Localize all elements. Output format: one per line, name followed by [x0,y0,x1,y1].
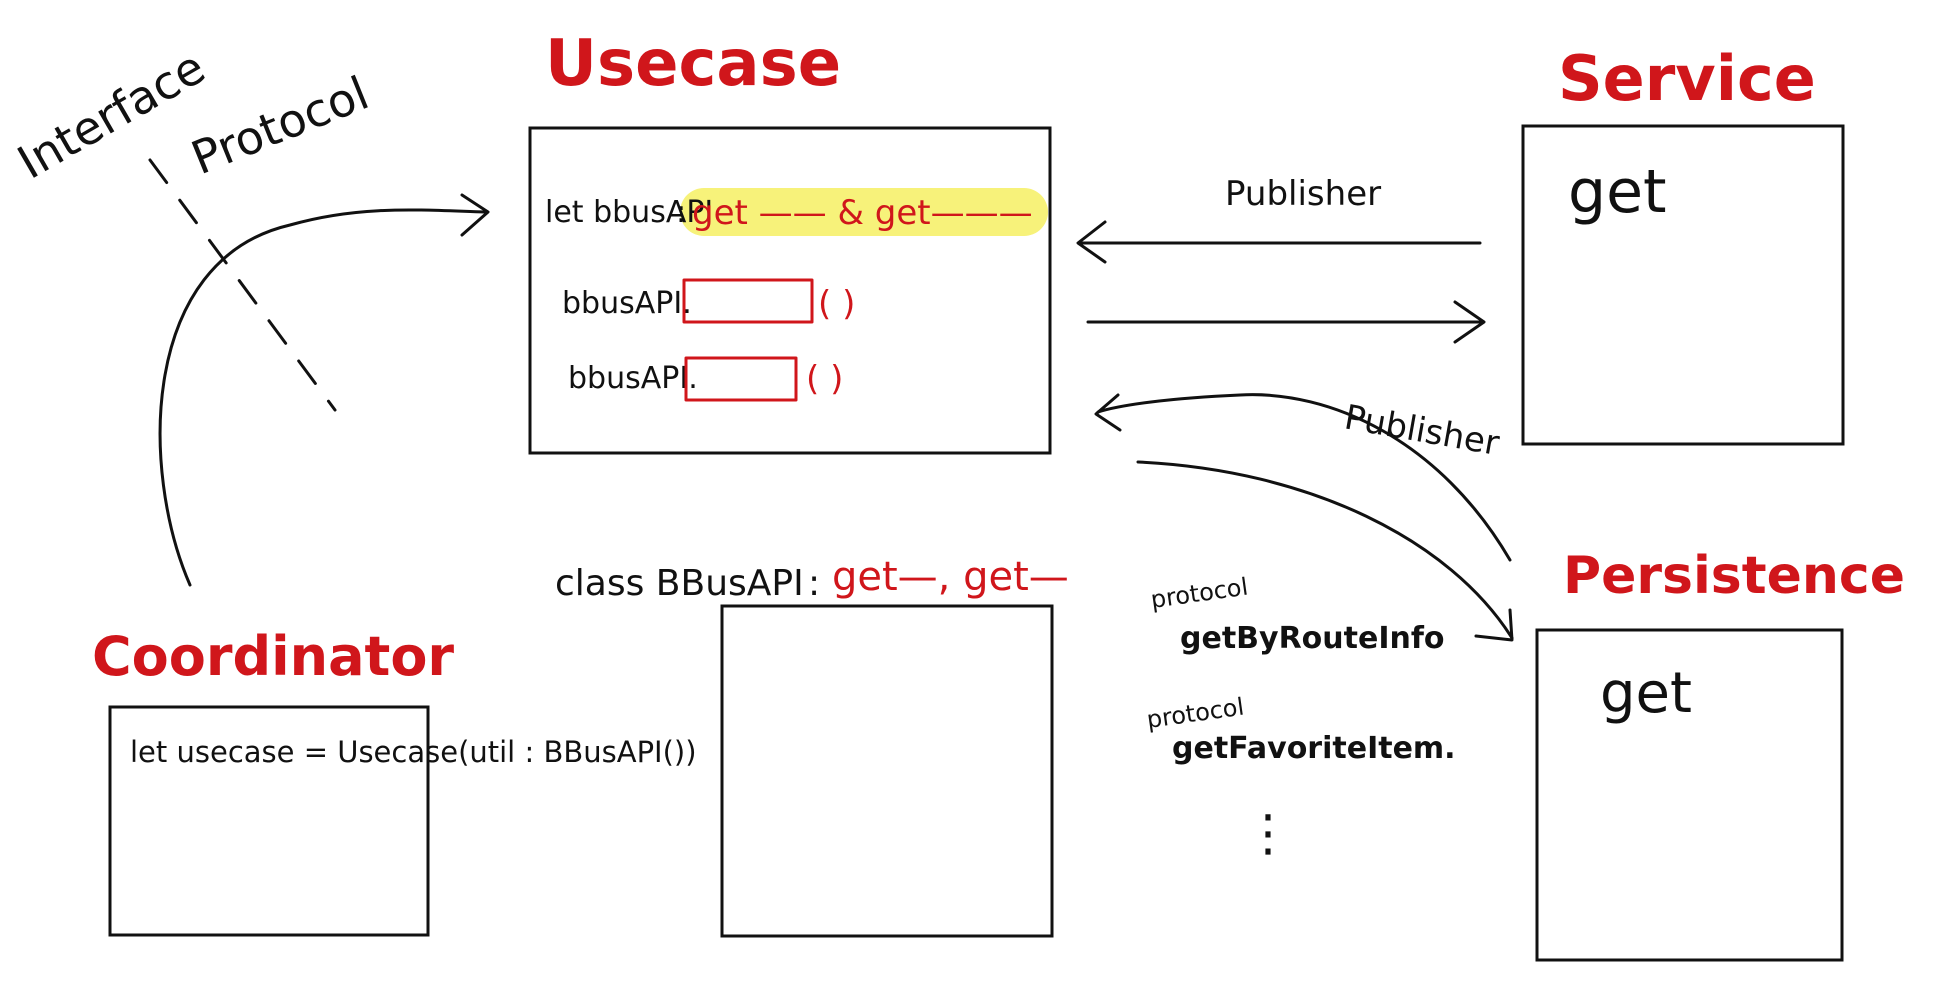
usecase-to-persistence-arrowhead [1474,608,1514,642]
service-to-usecase-arrowhead [1076,220,1107,264]
protocol-keyword-2: protocol [1145,693,1246,734]
coordinator-to-usecase-arrow [158,208,487,587]
usecase-to-service-arrowhead [1453,300,1486,344]
coordinator-box-text: let usecase = Usecase(util : BBusAPI()) [130,735,697,769]
usecase-line2-parens: ( ) [818,284,855,324]
usecase-line1-prefix: let bbusAPI [545,195,713,230]
class-line-colon: : [808,563,820,604]
persistence-box [1535,628,1844,962]
coordinator-title: Coordinator [92,625,454,688]
usecase-line3-prefix: bbusAPI. [568,361,698,396]
usecase-box [528,126,1052,455]
usecase-line3-parens: ( ) [806,359,843,399]
usecase-line2-method-slot [682,278,814,324]
protocol-ellipsis: ⋮ [1243,804,1293,862]
persistence-to-usecase-arrowhead [1094,393,1122,432]
publisher-curve-label: Publisher [1341,397,1502,464]
service-box-text: get [1568,157,1667,227]
persistence-to-usecase-arrow [1096,393,1512,562]
persistence-title: Persistence [1563,546,1905,606]
publisher-top-label: Publisher [1225,174,1381,214]
usecase-highlight [680,188,1048,236]
bbusapi-box [720,604,1054,938]
usecase-line1-highlight: get —— & get——— [692,193,1033,233]
protocol-name-1: getByRouteInfo [1180,621,1445,656]
usecase-title: Usecase [545,27,841,101]
usecase-line3-method-slot [684,356,798,402]
protocol-name-2: getFavoriteItem. [1172,731,1456,766]
usecase-line2-prefix: bbusAPI. [562,286,692,321]
usecase-to-persistence-arrow [1136,460,1514,640]
interface-protocol-divider [148,158,337,412]
coordinator-to-usecase-arrowhead [460,193,490,237]
protocol-keyword-1: protocol [1149,573,1250,614]
class-line-prefix: class BBusAPI [555,563,804,604]
coordinator-box [108,705,430,937]
interface-label: Interface [9,40,214,190]
protocol-side-label: Protocol [184,66,376,186]
persistence-box-text: get [1600,661,1692,726]
class-line-red: get—, get— [832,554,1069,600]
service-box [1521,124,1845,446]
usecase-line1-colon: : [676,195,686,230]
service-title: Service [1558,42,1816,115]
